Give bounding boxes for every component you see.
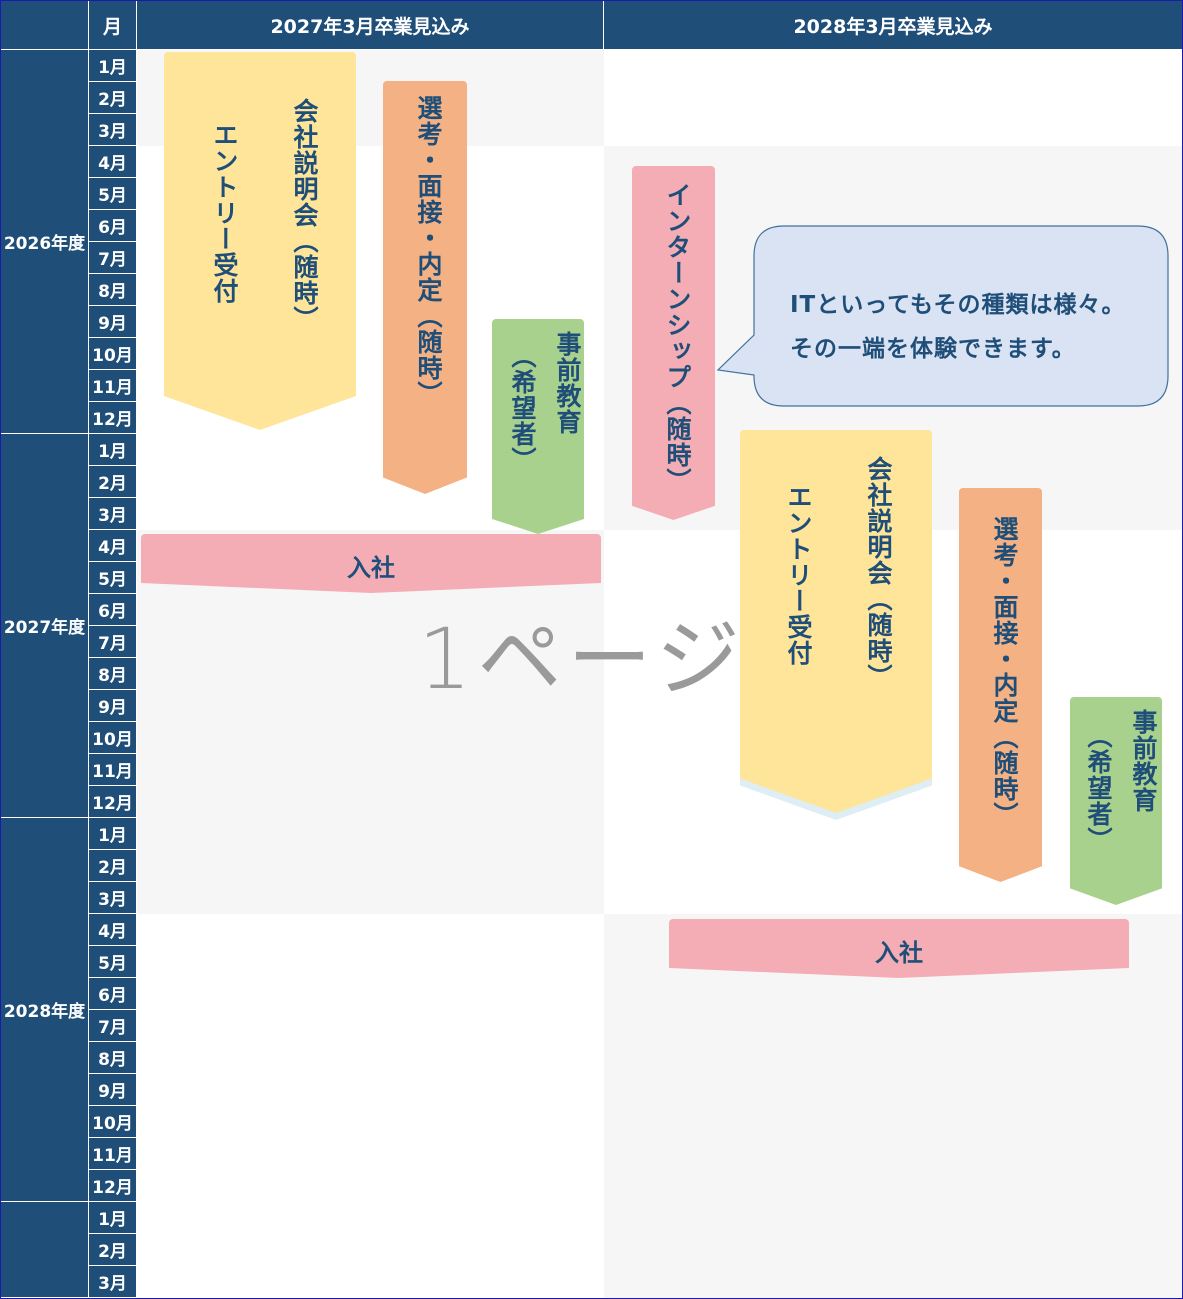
period-band bbox=[137, 530, 604, 914]
join-label: 入社 bbox=[347, 554, 395, 582]
period-band bbox=[604, 914, 1182, 1298]
month-label: 5月 bbox=[89, 946, 136, 977]
pre-education-label: 事前教育 bbox=[1129, 709, 1158, 813]
month-label: 3月 bbox=[89, 882, 136, 913]
company-info-label: 会社説明会（随時） bbox=[290, 98, 319, 332]
selection-label: 選考・面接・内定（随時） bbox=[414, 95, 443, 407]
internship-arrow: インターンシップ（随時） bbox=[632, 166, 715, 520]
month-label: 3月 bbox=[89, 1266, 136, 1297]
entry-label: エントリー受付 bbox=[784, 484, 813, 666]
selection-arrow-2028: 選考・面接・内定（随時） bbox=[959, 488, 1042, 882]
company-info-entry-arrow-2028: 会社説明会（随時） エントリー受付 bbox=[740, 430, 932, 813]
fiscal-year-label: 2028年度 bbox=[1, 818, 88, 1202]
header-month: 月 bbox=[89, 1, 136, 49]
month-label: 1月 bbox=[89, 1202, 136, 1233]
month-label: 6月 bbox=[89, 210, 136, 241]
callout-text: ITといってもその種類は様々。 その一端を体験できます。 bbox=[790, 283, 1126, 371]
selection-label: 選考・面接・内定（随時） bbox=[990, 516, 1019, 828]
pre-education-note: （希望者） bbox=[1084, 723, 1113, 853]
month-label: 7月 bbox=[89, 242, 136, 273]
fiscal-year-label bbox=[1, 1202, 88, 1298]
month-label: 2月 bbox=[89, 850, 136, 881]
fiscal-year-label: 2026年度 bbox=[1, 50, 88, 434]
header-year-cell bbox=[1, 1, 88, 49]
period-band bbox=[604, 50, 1182, 146]
month-label: 9月 bbox=[89, 1074, 136, 1105]
month-label: 2月 bbox=[89, 1234, 136, 1265]
pre-education-label: 事前教育 bbox=[553, 331, 582, 435]
page-watermark: 1ページ bbox=[418, 610, 746, 708]
company-info-label: 会社説明会（随時） bbox=[864, 456, 893, 690]
month-label: 9月 bbox=[89, 306, 136, 337]
join-label: 入社 bbox=[875, 939, 923, 967]
fiscal-year-label: 2027年度 bbox=[1, 434, 88, 818]
month-label: 7月 bbox=[89, 626, 136, 657]
month-label: 3月 bbox=[89, 498, 136, 529]
month-label: 8月 bbox=[89, 658, 136, 689]
callout-line-1: ITといってもその種類は様々。 bbox=[790, 292, 1126, 318]
month-label: 3月 bbox=[89, 114, 136, 145]
join-company-arrow: 入社 bbox=[141, 534, 601, 593]
pre-education-note: （希望者） bbox=[508, 343, 537, 473]
callout-line-2: その一端を体験できます。 bbox=[790, 336, 1076, 362]
period-band bbox=[137, 914, 604, 1298]
month-label: 9月 bbox=[89, 690, 136, 721]
month-label: 4月 bbox=[89, 530, 136, 561]
month-label: 4月 bbox=[89, 146, 136, 177]
pre-education-arrow-2028: 事前教育 （希望者） bbox=[1070, 697, 1162, 905]
join-company-arrow-2028: 入社 bbox=[669, 919, 1129, 978]
month-label: 2月 bbox=[89, 466, 136, 497]
month-label: 5月 bbox=[89, 178, 136, 209]
month-label: 8月 bbox=[89, 1042, 136, 1073]
month-label: 10月 bbox=[89, 722, 136, 753]
month-label: 11月 bbox=[89, 370, 136, 401]
month-label: 6月 bbox=[89, 978, 136, 1009]
month-label: 7月 bbox=[89, 1010, 136, 1041]
month-label: 5月 bbox=[89, 562, 136, 593]
month-label: 1月 bbox=[89, 818, 136, 849]
header-2028-graduates: 2028年3月卒業見込み bbox=[604, 1, 1182, 49]
internship-label: インターンシップ（随時） bbox=[663, 182, 692, 494]
month-label: 12月 bbox=[89, 786, 136, 817]
header-2027-graduates: 2027年3月卒業見込み bbox=[137, 1, 603, 49]
month-label: 8月 bbox=[89, 274, 136, 305]
month-label: 11月 bbox=[89, 754, 136, 785]
pre-education-arrow: 事前教育 （希望者） bbox=[492, 319, 584, 534]
selection-arrow: 選考・面接・内定（随時） bbox=[383, 81, 467, 494]
month-label: 1月 bbox=[89, 434, 136, 465]
callout-bubble bbox=[716, 225, 1169, 407]
month-label: 2月 bbox=[89, 82, 136, 113]
month-label: 11月 bbox=[89, 1138, 136, 1169]
month-label: 12月 bbox=[89, 1170, 136, 1201]
entry-label: エントリー受付 bbox=[210, 122, 239, 304]
month-label: 12月 bbox=[89, 402, 136, 433]
month-label: 10月 bbox=[89, 1106, 136, 1137]
month-label: 4月 bbox=[89, 914, 136, 945]
company-info-entry-arrow: 会社説明会（随時） エントリー受付 bbox=[164, 52, 356, 430]
month-label: 1月 bbox=[89, 50, 136, 81]
month-label: 10月 bbox=[89, 338, 136, 369]
month-label: 6月 bbox=[89, 594, 136, 625]
